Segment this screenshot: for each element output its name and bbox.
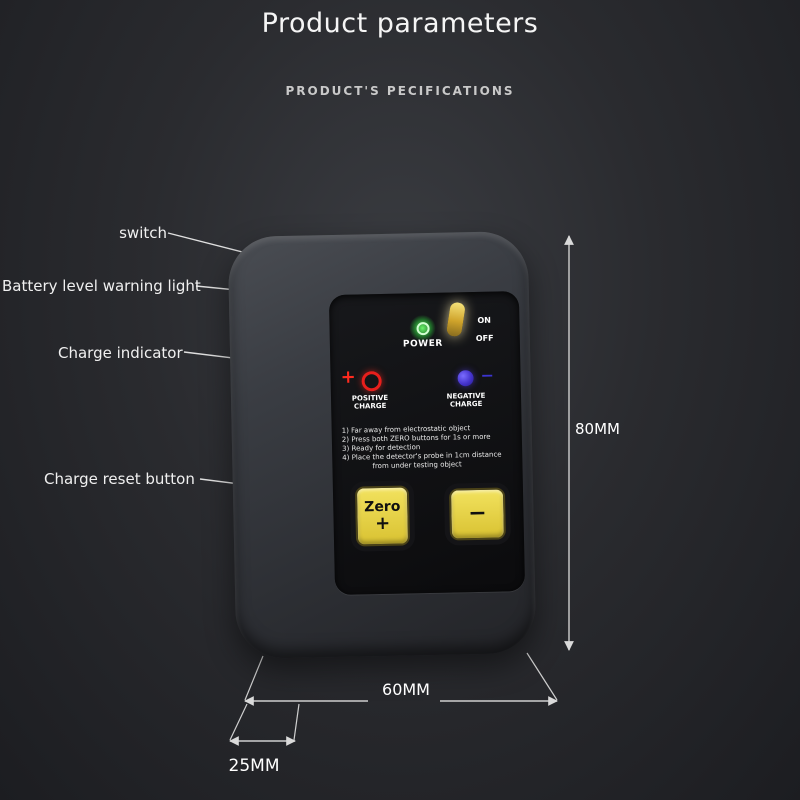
minus-button-text: − <box>467 500 487 527</box>
dimension-extension-line <box>229 703 248 741</box>
dimension-extension-line <box>293 703 300 741</box>
positive-charge-label: POSITIVE CHARGE <box>341 394 399 411</box>
charge-reset-callout-label: Charge reset button <box>44 470 195 488</box>
positive-charge-label-line2: CHARGE <box>353 401 387 411</box>
width-dimension-label: 60MM <box>382 680 430 699</box>
electrostatic-detector-device: POWER ON OFF + POSITIVE CHARGE − NEGATIV… <box>227 230 537 660</box>
depth-dimension-label: 25MM <box>228 756 280 776</box>
power-label: POWER <box>402 338 443 350</box>
page-subtitle: PRODUCT'S PECIFICATIONS <box>285 84 515 98</box>
zero-reset-button: Zero + <box>354 485 411 547</box>
power-indicator-light <box>409 314 436 342</box>
page-title: Product parameters <box>261 8 539 39</box>
minus-sign: − <box>480 365 495 385</box>
switch-off-label: OFF <box>475 333 494 344</box>
charge-indicator-callout-label: Charge indicator <box>58 344 183 362</box>
negative-charge-label: NEGATIVE CHARGE <box>435 392 497 409</box>
negative-charge-light <box>457 370 474 387</box>
zero-button-plus: + <box>374 512 391 535</box>
power-icon <box>416 321 430 336</box>
positive-charge-light <box>361 370 382 392</box>
dimension-extension-line <box>244 655 264 701</box>
battery-warning-callout-label: Battery level warning light <box>2 277 201 295</box>
minus-button: − <box>448 487 507 541</box>
on-off-switch <box>445 301 466 338</box>
dimension-extension-line <box>526 652 558 701</box>
switch-callout-label: switch <box>119 224 167 242</box>
plus-sign: + <box>340 366 356 388</box>
negative-charge-label-line2: CHARGE <box>449 399 483 409</box>
height-dimension-label: 80MM <box>575 420 620 438</box>
usage-instructions: 1) Far away from electrostatic object 2)… <box>342 423 515 472</box>
device-front-panel: POWER ON OFF + POSITIVE CHARGE − NEGATIV… <box>328 291 526 596</box>
switch-on-label: ON <box>477 315 492 325</box>
